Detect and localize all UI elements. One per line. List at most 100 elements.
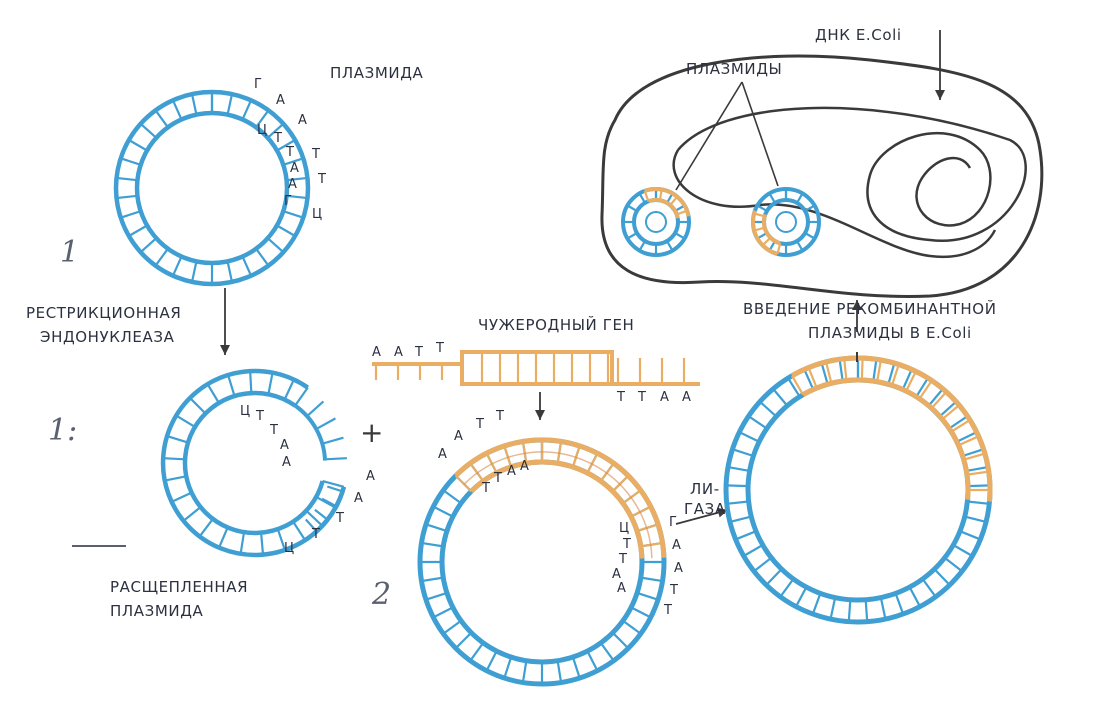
base-letter: А [438,447,447,462]
cleaved-plasmid-rung [315,495,336,509]
cleaved-plasmid-lower-tick [305,518,318,533]
final-plasmid-rung [879,597,887,620]
recombinant-plasmid-rung [599,642,615,662]
intact-plasmid-rung [120,157,142,166]
final-plasmid-insert-rung [843,358,848,381]
cell-plasmid-right-rung [804,232,816,240]
final-plasmid-insert-rung [966,470,989,476]
recombinant-plasmid-insert-rung [556,441,563,464]
recombinant-plasmid-rung [442,619,462,635]
recombinant-plasmid-insert-rung [640,541,663,548]
recombinant-plasmid-rung [571,656,581,679]
final-plasmid-rung [772,388,789,407]
base-letter: Т [669,583,678,598]
cleaved-plasmid-lower-tick [314,508,329,521]
final-plasmid-insert-rung [950,419,971,433]
final-plasmid-insert-rung [930,391,948,409]
cleaved-plasmid-upper-end-tick [324,457,347,461]
intact-plasmid-rung [276,139,296,152]
base-letter: Ц [257,123,267,138]
ligase-label-line1: ЛИ- [690,480,720,498]
intact-plasmid-rung [276,224,296,237]
intact-plasmid-rung [226,93,234,115]
cell-plasmid-left-insert-rung [669,196,679,206]
cell-plasmid-right-insert-rung [753,226,766,232]
cell-plasmid-right-insert-outer-strand [751,210,779,256]
recombinant-plasmid-insert-rung [503,445,513,468]
cleaved-plasmid-rung [276,528,286,551]
recombinant-plasmid-rung [636,591,659,601]
recombinant-insert-shade [463,451,653,559]
final-plasmid-rung [948,415,969,430]
base-letter: А [507,464,516,479]
final-plasmid-insert-rung [918,379,933,400]
final-plasmid-insert-rung [791,375,804,396]
handwritten-mark-2: 1: [48,413,77,448]
final-plasmid-rung [838,359,844,382]
intact-plasmid-rung [226,261,234,283]
final-plasmid-rung [765,568,783,586]
base-letter: Г [669,515,677,530]
base-letter: Т [435,341,444,356]
recombinant-plasmid-rung [425,523,448,533]
recombinant-plasmid-insert-rung [571,445,581,468]
final-plasmid-rung [753,556,772,573]
final-plasmid-rung [811,592,822,615]
intact-plasmid-rung [286,176,308,182]
cleaved-plasmid-rung [227,374,236,397]
cleaved-plasmid-outer-strand [160,368,347,558]
base-letter: Т [311,147,320,162]
intact-plasmid-rung [139,237,158,254]
recombinant-plasmid-rung [432,606,454,619]
cell-plasmid-left-insert-rung [676,209,688,216]
base-letter: Т [475,417,484,432]
cell-plasmid-left-rung [638,240,646,252]
cleaved-plasmid-upper-end-tick [306,400,325,417]
intact-plasmid-rung [282,210,304,219]
cell-plasmid-right-rung [804,204,816,212]
final-plasmid-rung [787,377,801,398]
base-letter: Т [637,390,646,405]
base-letter: А [290,161,299,176]
final-plasmid-rung [743,544,764,557]
cell-plasmid-right-insert-rung [761,236,772,247]
recombinant-plasmid-rung [521,660,528,683]
base-letter: А [394,345,403,360]
final-plasmid-insert-rung [958,435,980,447]
cleaved-plasmid-upper-end-tick [315,417,336,431]
intact-plasmid-outer-strand [113,89,311,287]
final-plasmid-insert-rung [941,404,960,421]
recombinant-plasmid-rung [485,650,498,672]
recombinant-plasmid-rung [425,591,448,601]
base-letter: Т [317,172,326,187]
cell-plasmid-right-insert-inner-strand [761,213,781,246]
final-plasmid-rung [967,500,990,505]
ecoli-cell-membrane [600,54,1044,298]
cell-plasmid-left-rung [626,232,638,240]
final-plasmid-rung [732,448,754,458]
recombinant-plasmid-rung [622,619,642,635]
cleaved-plasmid-rung [182,506,202,522]
final-plasmid-rung [966,465,989,472]
cleaved-plasmid-upper-end-tick [321,436,344,445]
cell-plasmid-left-insert-rung [658,189,663,201]
cleaved-label-line1: РАСЩЕПЛЕННАЯ [110,578,248,596]
final-plasmid-rung [967,484,990,488]
ecoli-dna-label: ДНК E.Coli [815,26,902,44]
plus-sign: + [360,416,383,449]
base-letter: А [454,429,463,444]
intact-plasmid-rung [171,99,183,120]
cell-plasmid-right-rung [768,192,776,204]
final-plasmid-insert-rung [963,452,986,461]
cleaved-plasmid-rung [164,475,187,482]
recombinant-plasmid-insert-rung [521,441,528,464]
ligase-label-line2: ГАЗА [684,500,726,518]
base-letter: Т [269,423,278,438]
recombinant-plasmid-rung [454,631,473,650]
intact-plasmid-rung [241,256,253,277]
foreign-gene-arrow-head [535,410,545,420]
base-letter: Т [311,527,320,542]
base-letter: А [617,581,626,596]
cleaved-plasmid-rung [260,532,265,555]
